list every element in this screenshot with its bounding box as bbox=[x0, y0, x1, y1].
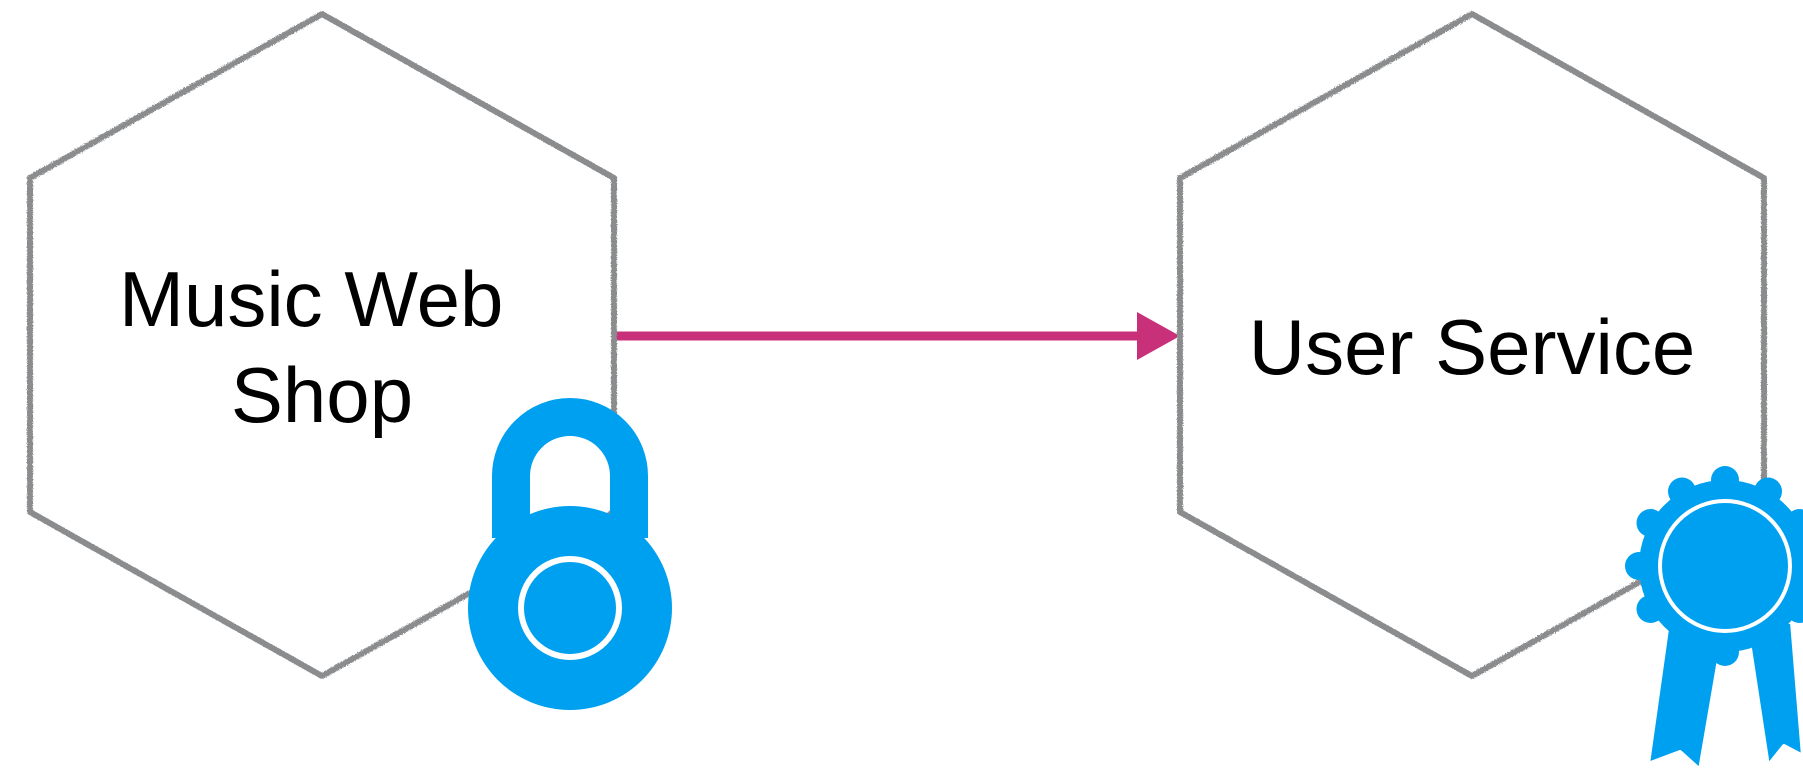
node-label-line-2: Shop bbox=[231, 351, 413, 439]
edge-music-web-shop-to-user-service bbox=[615, 312, 1180, 360]
node-music-web-shop[interactable]: Music Web Shop bbox=[27, 11, 672, 710]
node-label: User Service bbox=[1249, 303, 1695, 391]
rosette bbox=[1625, 466, 1803, 666]
node-label-line-1: Music Web bbox=[119, 255, 503, 343]
award-ribbon-icon bbox=[1625, 466, 1803, 772]
node-label-line-1: User Service bbox=[1249, 303, 1695, 391]
lock-icon bbox=[468, 398, 672, 710]
hexagon-shape bbox=[1177, 11, 1767, 679]
hexagon-shape bbox=[27, 11, 617, 679]
lock-shackle bbox=[492, 398, 648, 538]
rosette-inner-ring bbox=[1658, 499, 1792, 633]
arrowhead bbox=[1137, 312, 1180, 360]
lock-keyhole-ring bbox=[518, 556, 622, 660]
node-label: Music Web Shop bbox=[119, 255, 525, 439]
node-user-service[interactable]: User Service bbox=[1177, 11, 1803, 772]
lock-body bbox=[468, 506, 672, 710]
